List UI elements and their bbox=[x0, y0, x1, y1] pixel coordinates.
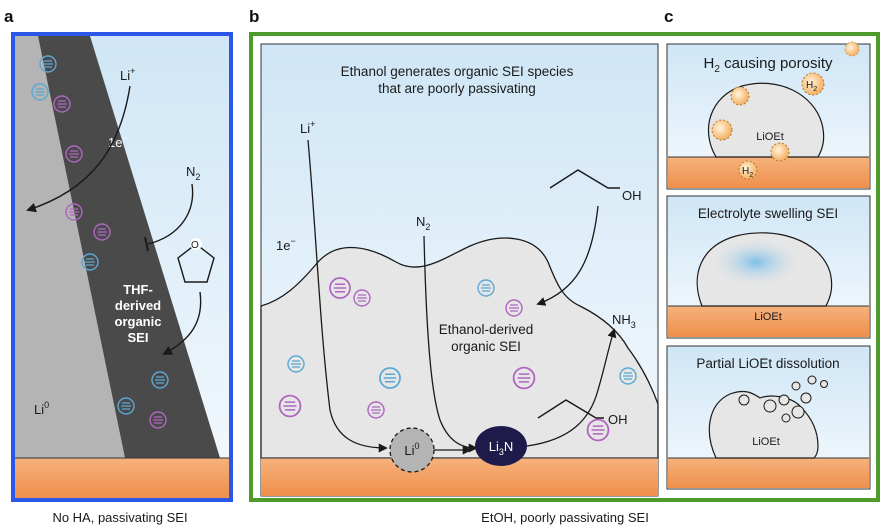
panel-b-oh-top: OH bbox=[622, 188, 642, 203]
panel-b-nh3: NH3 bbox=[612, 312, 636, 330]
panel-c-letter: c bbox=[664, 7, 673, 26]
svg-text:O: O bbox=[191, 240, 199, 251]
panel-b-title-2: that are poorly passivating bbox=[378, 81, 536, 96]
panel-a-n2: N2 bbox=[186, 164, 200, 182]
panel-b-li3n-particle bbox=[475, 426, 527, 466]
panel-c-box-3-title: Partial LiOEt dissolution bbox=[696, 356, 839, 371]
panel-a-n2-path bbox=[147, 183, 194, 245]
panel-c-box-2-title: Electrolyte swelling SEI bbox=[698, 206, 838, 221]
panel-b-ethanol-bottom-icon bbox=[537, 399, 604, 419]
panel-b-sei-label-1: Ethanol-derived bbox=[439, 322, 534, 337]
panel-b-sei-label-2: organic SEI bbox=[451, 339, 521, 354]
panel-c-box-1: H2 causing porosity LiOEt H2 H2 bbox=[666, 41, 871, 190]
panel-a-sei-label-3: organic bbox=[115, 314, 162, 329]
panel-a-caption: No HA, passivating SEI bbox=[52, 510, 187, 525]
panel-a-sei-label-1: THF- bbox=[123, 282, 153, 297]
panel-b-li-plus: Li+ bbox=[300, 119, 315, 136]
panel-a-electron: 1e− bbox=[108, 133, 128, 150]
panel-b-ethanol-top-icon bbox=[549, 169, 620, 189]
panel-c-box-2: Electrolyte swelling SEI LiOEt bbox=[666, 195, 871, 339]
panel-a-li-arrow bbox=[26, 85, 131, 213]
panel-b-nh3-arrow bbox=[526, 328, 617, 447]
panel-c-box-1-h2: H2 bbox=[806, 80, 817, 93]
panel-a-sei-label-4: SEI bbox=[128, 330, 149, 345]
panel-c: c H2 causing porosity LiOEt H2 H2 bbox=[664, 7, 871, 490]
panel-a-sei-band bbox=[38, 36, 220, 458]
panel-b-oh-bottom: OH bbox=[608, 412, 628, 427]
panel-b-n2: N2 bbox=[416, 214, 430, 232]
panel-a-letter: a bbox=[4, 7, 14, 26]
panel-a-lithium bbox=[15, 36, 125, 458]
panel-c-box-3-lioet: LiOEt bbox=[752, 436, 780, 448]
panel-a-li0: Li0 bbox=[34, 400, 49, 417]
panel-c-box-2-lioet: LiOEt bbox=[754, 311, 782, 323]
panel-a-thf-arrow bbox=[162, 291, 202, 355]
panel-c-box-1-lioet: LiOEt bbox=[756, 131, 784, 143]
panel-b-li3n: Li3N bbox=[489, 439, 514, 457]
panel-b-li0: Li0 bbox=[404, 441, 419, 458]
panel-a: a Li+ 1e− N2 O THF- derive bbox=[4, 7, 233, 525]
panel-a-n2-block bbox=[144, 236, 149, 252]
panel-b-letter: b bbox=[249, 7, 259, 26]
panel-b-ethanol-arrow bbox=[536, 205, 599, 306]
panel-b-title-1: Ethanol generates organic SEI species bbox=[341, 64, 574, 79]
panel-c-box-3: Partial LiOEt dissolution LiOEt bbox=[666, 345, 871, 490]
panel-b-n2-arrow bbox=[423, 235, 478, 453]
panel-b-li-arrow bbox=[307, 139, 388, 453]
panel-b-caption: EtOH, poorly passivating SEI bbox=[481, 510, 649, 525]
panel-c-box-1-title: H2 causing porosity bbox=[704, 55, 833, 75]
panel-b-electron: 1e− bbox=[276, 236, 296, 253]
panel-a-li-plus: Li+ bbox=[120, 66, 135, 83]
panel-b-substrate bbox=[261, 458, 658, 496]
panel-a-sei-label-2: derived bbox=[115, 298, 161, 313]
svg-text:H2: H2 bbox=[742, 166, 753, 179]
panel-a-substrate bbox=[15, 458, 229, 498]
thf-molecule-icon bbox=[177, 243, 215, 283]
